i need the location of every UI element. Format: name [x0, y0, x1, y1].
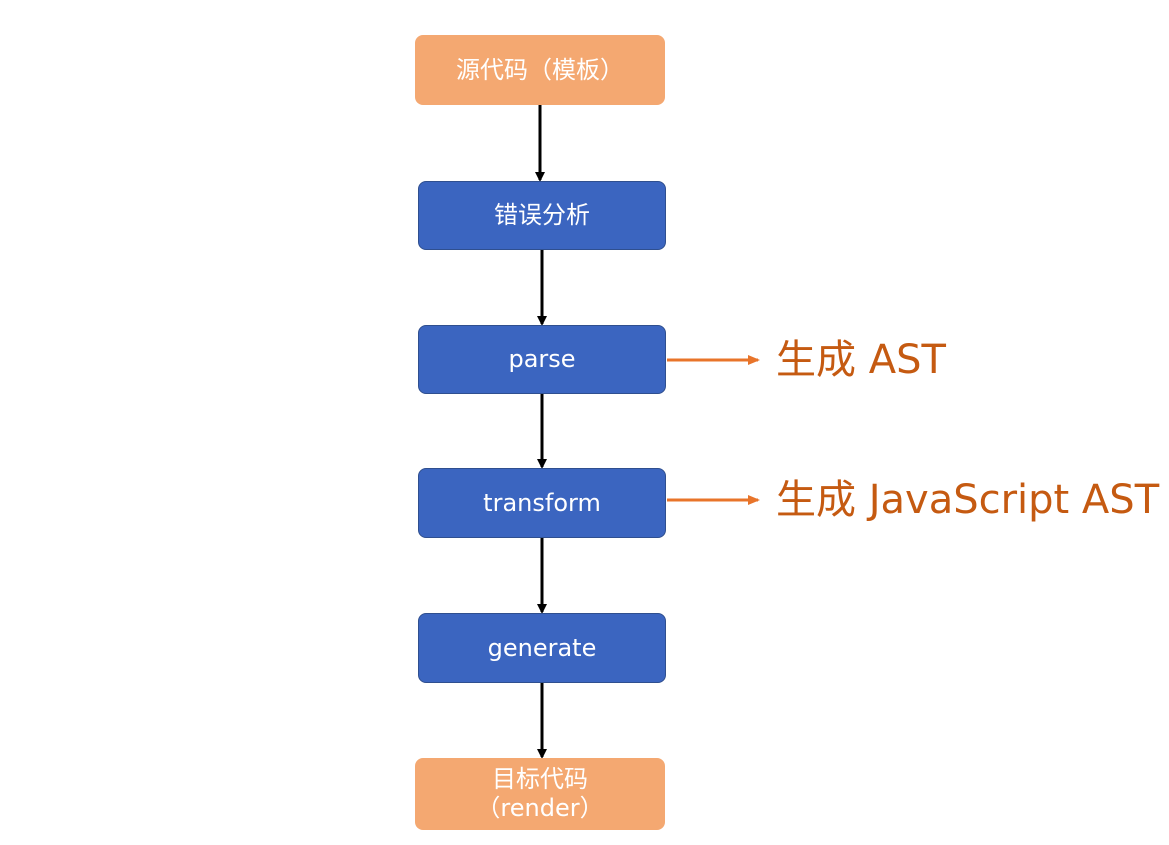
node-transform-label: transform: [483, 488, 601, 517]
node-target-code-line1: 目标代码: [492, 765, 588, 794]
node-parse-label: parse: [508, 345, 576, 374]
node-source-code: 源代码（模板）: [415, 35, 665, 105]
node-target-code: 目标代码 （render）: [415, 758, 665, 830]
annotation-transform-output: 生成 JavaScript AST: [776, 477, 1160, 523]
node-parse: parse: [418, 325, 666, 394]
node-generate: generate: [418, 613, 666, 683]
node-target-code-line2: （render）: [476, 794, 604, 822]
node-error-analysis: 错误分析: [418, 181, 666, 250]
annotation-parse-output: 生成 AST: [776, 337, 946, 383]
node-transform: transform: [418, 468, 666, 538]
node-source-code-line1: 源代码（模板）: [456, 55, 624, 84]
node-error-analysis-label: 错误分析: [494, 201, 590, 230]
node-generate-label: generate: [487, 633, 597, 662]
